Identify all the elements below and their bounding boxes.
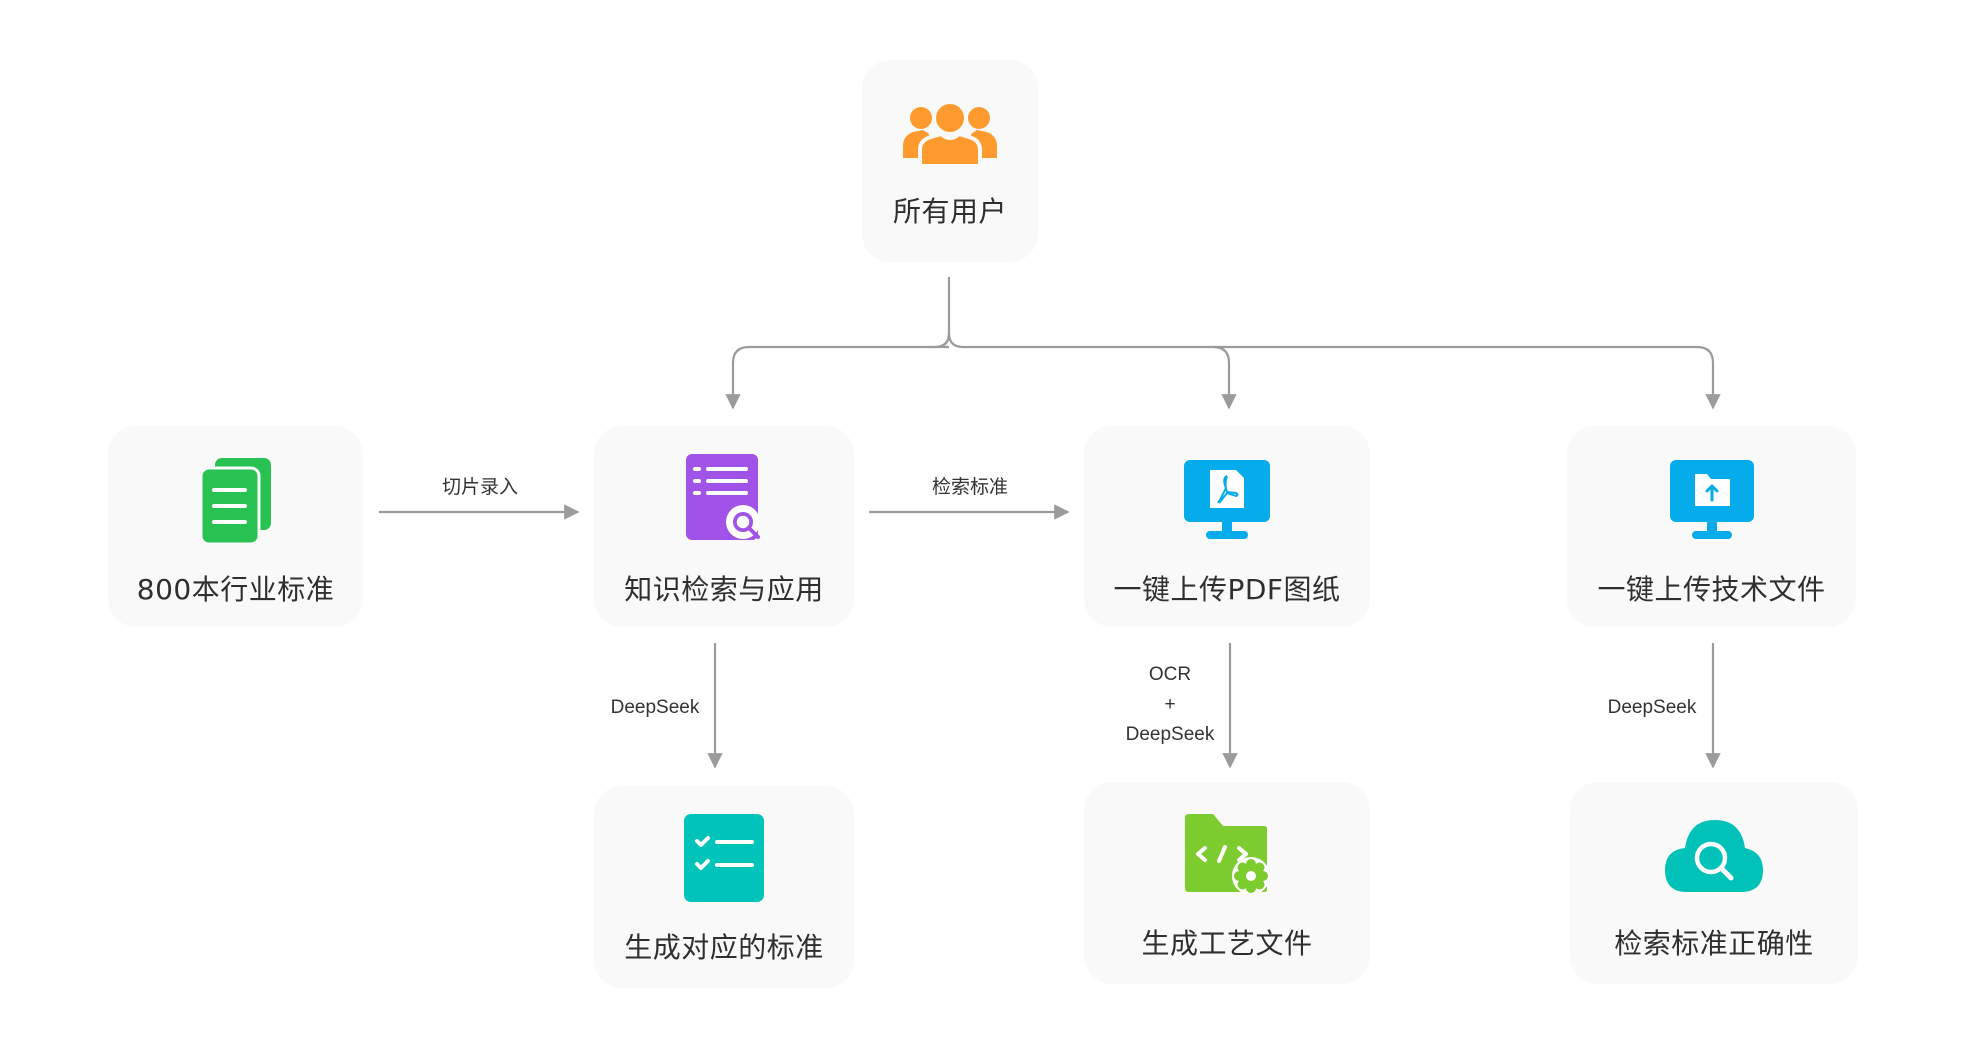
users-icon — [903, 100, 997, 166]
edge-users-to-upload-tech — [1213, 345, 1721, 410]
monitor-pdf-icon — [1184, 460, 1270, 539]
node-generate-standard: 生成对应的标准 — [594, 786, 854, 988]
node-label: 800本行业标准 — [136, 573, 335, 606]
edge-label-ocr: OCR — [1148, 664, 1192, 685]
code-folder-gear-icon — [1185, 814, 1269, 894]
edge-label-plus: + — [1164, 694, 1176, 715]
cloud-search-icon — [1665, 820, 1763, 892]
node-industry-standards: 800本行业标准 — [108, 426, 363, 627]
document-search-icon — [686, 454, 760, 540]
node-upload-tech-files: 一键上传技术文件 — [1567, 426, 1856, 627]
edge-users-trunk — [934, 277, 951, 349]
edge-users-to-knowledge — [725, 332, 951, 410]
node-label: 检索标准正确性 — [1614, 927, 1814, 960]
checklist-icon — [684, 814, 764, 902]
edge-label-deepseek-1: DeepSeek — [610, 697, 700, 718]
edge-label-deepseek-ocr: DeepSeek — [1125, 724, 1215, 745]
node-generate-process-file: 生成工艺文件 — [1084, 782, 1370, 984]
edge-label-search-standard: 检索标准 — [931, 477, 1008, 498]
node-label: 所有用户 — [892, 195, 1007, 228]
node-label: 知识检索与应用 — [624, 573, 824, 606]
node-label: 一键上传PDF图纸 — [1113, 573, 1341, 606]
node-knowledge-search: 知识检索与应用 — [594, 426, 854, 627]
node-label: 生成工艺文件 — [1141, 927, 1313, 960]
node-label: 一键上传技术文件 — [1597, 573, 1826, 606]
edge-label-slice-input: 切片录入 — [441, 477, 518, 498]
monitor-folder-upload-icon — [1669, 460, 1754, 539]
edge-users-to-upload-pdf — [947, 332, 1237, 410]
node-verify-standard: 检索标准正确性 — [1570, 782, 1858, 984]
node-label: 生成对应的标准 — [624, 931, 824, 964]
documents-icon — [200, 458, 271, 544]
node-upload-pdf: 一键上传PDF图纸 — [1084, 426, 1370, 627]
edge-label-deepseek-2: DeepSeek — [1607, 697, 1697, 718]
node-all-users: 所有用户 — [862, 60, 1038, 262]
